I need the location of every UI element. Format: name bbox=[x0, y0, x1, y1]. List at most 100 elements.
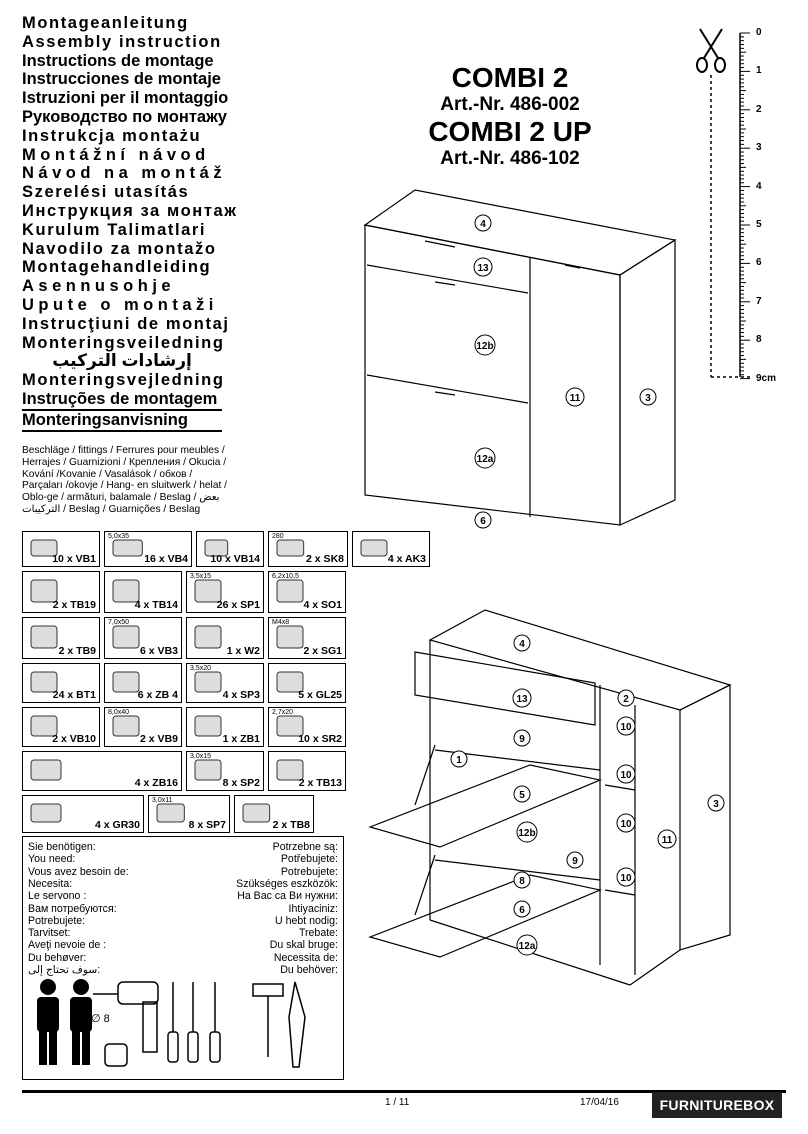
ruler-mark-label: 7 bbox=[756, 295, 762, 307]
cabinet-front-diagram: 4 13 12b 11 3 12a 6 bbox=[363, 189, 677, 529]
fitting-quantity: 2 x TB19 bbox=[52, 599, 96, 611]
fitting-icon bbox=[194, 715, 222, 737]
hammer-icon bbox=[252, 983, 284, 1057]
fitting-item: 10 x VB1 bbox=[22, 531, 100, 567]
fitting-icon bbox=[112, 539, 143, 557]
fitting-quantity: 4 x GR30 bbox=[95, 819, 140, 831]
fitting-quantity: 2 x VB9 bbox=[140, 733, 178, 745]
fitting-item: 2 x TB19 bbox=[22, 571, 100, 613]
fitting-quantity: 10 x VB1 bbox=[52, 553, 96, 565]
fitting-item: 10 x VB14 bbox=[196, 531, 264, 567]
fitting-dimension: 3,0x11 bbox=[152, 797, 173, 804]
needs-label-left: You need: bbox=[28, 853, 76, 866]
fitting-quantity: 26 x SP1 bbox=[216, 599, 260, 611]
fitting-quantity: 10 x SR2 bbox=[298, 733, 342, 745]
svg-text:9: 9 bbox=[519, 734, 525, 745]
needs-label-left: Tarvitset: bbox=[28, 927, 71, 940]
title-line: Montagehandleiding bbox=[22, 258, 212, 277]
fitting-dimension: M4x8 bbox=[272, 619, 290, 626]
needs-row: Sie benötigen:Potrzebne są: bbox=[28, 841, 338, 854]
part-label-3: 3 bbox=[645, 393, 651, 404]
needs-row: You need:Potřebujete: bbox=[28, 853, 338, 866]
svg-text:9: 9 bbox=[572, 856, 578, 867]
measuring-tape-icon bbox=[104, 1043, 128, 1067]
title-line: Instrucciones de montaje bbox=[22, 70, 221, 89]
cabinet-open-diagram: 4 13 2 10 9 1 10 5 3 10 12b 11 9 8 10 6 … bbox=[368, 609, 732, 986]
svg-text:3: 3 bbox=[713, 799, 719, 810]
fitting-icon bbox=[112, 579, 140, 603]
svg-text:6: 6 bbox=[519, 905, 525, 916]
svg-text:12a: 12a bbox=[519, 941, 536, 952]
needs-label-left: Le servono : bbox=[28, 890, 87, 903]
fitting-icon bbox=[30, 539, 58, 557]
product-name-2: COMBI 2 UP bbox=[428, 116, 592, 147]
title-line: Istruzioni per il montaggio bbox=[22, 89, 229, 108]
needs-row: Aveţi nevoie de :Du skal bruge: bbox=[28, 939, 338, 952]
article-number-1: Art.-Nr. 486-002 bbox=[440, 94, 580, 115]
fitting-icon bbox=[276, 579, 304, 603]
fitting-quantity: 2 x SK8 bbox=[306, 553, 344, 565]
fitting-quantity: 6 x ZB 4 bbox=[137, 689, 178, 701]
ruler-mark-label: 8 bbox=[756, 334, 762, 346]
scissors-icon bbox=[696, 28, 726, 73]
fitting-dimension: 280 bbox=[272, 533, 284, 540]
product-heading: COMBI 2 Art.-Nr. 486-002 COMBI 2 UP Art.… bbox=[420, 62, 600, 170]
fitting-quantity: 4 x SO1 bbox=[303, 599, 342, 611]
ruler-mark-label: 4 bbox=[756, 180, 762, 192]
part-label-12b: 12b bbox=[476, 341, 493, 352]
fitting-item: M4x8 2 x SG1 bbox=[268, 617, 346, 659]
fittings-description: Beschläge / fittings / Ferrures pour meu… bbox=[22, 445, 227, 515]
fitting-quantity: 4 x TB14 bbox=[134, 599, 178, 611]
fitting-quantity: 16 x VB4 bbox=[144, 553, 188, 565]
ruler-mark-label: 5 bbox=[756, 219, 762, 230]
fitting-quantity: 4 x ZB16 bbox=[134, 777, 178, 789]
needs-label-right: На Вас са Ви нужни: bbox=[237, 890, 338, 903]
fitting-quantity: 2 x SG1 bbox=[303, 645, 342, 657]
fitting-icon bbox=[276, 539, 305, 557]
needs-row: Вам потребуются:Ihtiyaciniz: bbox=[28, 903, 338, 916]
fitting-icon bbox=[112, 715, 140, 737]
tools-illustration: ∅ 8 bbox=[37, 979, 306, 1068]
needs-label-left: Вам потребуются: bbox=[28, 902, 117, 915]
svg-text:4: 4 bbox=[519, 639, 525, 650]
needs-label-right: Potrzebne są: bbox=[272, 841, 338, 853]
title-line: Инструкция за монтаж bbox=[22, 201, 238, 220]
fitting-item: 280 2 x SK8 bbox=[268, 531, 348, 567]
needs-label-right: Trebate: bbox=[298, 927, 338, 940]
title-line: Asennusohje bbox=[22, 277, 176, 296]
needs-row: Du behøver: Necessita de: bbox=[28, 952, 338, 965]
ruler-mark-label: 9cm bbox=[756, 372, 777, 384]
title-line: Kurulum Talimatlari bbox=[22, 220, 207, 239]
fitting-quantity: 4 x AK3 bbox=[387, 553, 426, 565]
fitting-icon bbox=[276, 671, 304, 693]
title-line: Monteringsveiledning bbox=[22, 333, 225, 352]
fitting-icon bbox=[30, 671, 58, 693]
needs-row: Vous avez besoin de:Potrebujete: bbox=[28, 866, 338, 879]
fitting-quantity: 2 x VB10 bbox=[52, 733, 96, 745]
needs-label-left: Du behøver: bbox=[28, 951, 87, 964]
fitting-icon bbox=[360, 539, 388, 557]
needs-label-right: Necessita de: bbox=[273, 951, 338, 964]
needs-row: Le servono : На Вас са Ви нужни: bbox=[28, 890, 338, 903]
title-line: Instructions de montage bbox=[22, 51, 214, 70]
fitting-dimension: 6,2x10,5 bbox=[272, 573, 299, 580]
ruler-mark-label: 6 bbox=[756, 257, 762, 269]
ruler-mark-label: 3 bbox=[756, 142, 762, 154]
fitting-item: 4 x AK3 bbox=[352, 531, 430, 567]
svg-text:12b: 12b bbox=[518, 828, 535, 839]
fitting-icon bbox=[276, 715, 304, 737]
fitting-icon bbox=[30, 715, 58, 737]
ruler-mark-label: 1 bbox=[756, 65, 762, 77]
fitting-dimension: 3,0x15 bbox=[190, 753, 212, 760]
document-date: 17/04/16 bbox=[580, 1097, 619, 1108]
needs-row: Necesita:Szükséges eszközök: bbox=[28, 878, 338, 891]
svg-text:11: 11 bbox=[662, 835, 673, 846]
page-number: 1 / 11 bbox=[385, 1097, 410, 1108]
title-line: Návod na montáž bbox=[22, 164, 227, 183]
fitting-icon bbox=[242, 803, 271, 823]
fitting-dimension: 3,5x15 bbox=[190, 573, 212, 580]
